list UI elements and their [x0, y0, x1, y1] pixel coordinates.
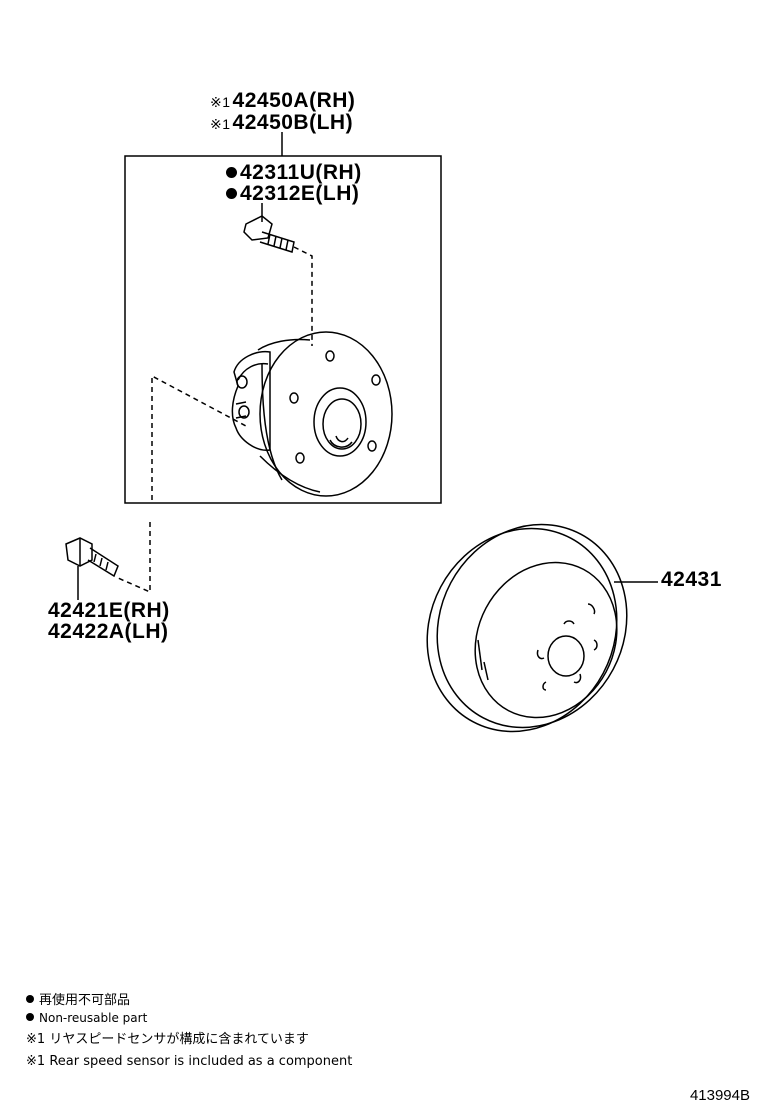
- mount-bolt-dash-upper: [151, 374, 247, 500]
- legend-nonreusable-ja: 再使用不可部品: [26, 994, 130, 1007]
- brake-disc-icon: [426, 523, 628, 733]
- nonreusable-dot-icon: [226, 188, 237, 199]
- nonreusable-dot-icon: [26, 1013, 34, 1021]
- assembly-part-lh: 42450B(LH): [232, 111, 354, 134]
- note-mark: ※1: [26, 1054, 46, 1069]
- hub-bearing-icon: [231, 331, 393, 497]
- note-mark: ※1: [26, 1032, 46, 1047]
- hub-bolt-part-rh: 42311U(RH): [240, 161, 362, 184]
- legend-note1-ja: ※1 リヤスピードセンサが構成に含まれています: [26, 1033, 309, 1046]
- assembly-label-lh: ※142450B(LH): [210, 112, 353, 133]
- legend-note1-en-text: Rear speed sensor is included as a compo…: [49, 1054, 353, 1069]
- note-mark: ※1: [210, 94, 231, 110]
- hub-bolt-part-lh: 42312E(LH): [240, 182, 360, 205]
- hub-bolt-icon: [243, 215, 295, 253]
- hub-bolt-label-rh: 42311U(RH): [226, 162, 362, 183]
- legend-nonreusable-ja-text: 再使用不可部品: [39, 993, 131, 1008]
- legend-nonreusable-en: Non-reusable part: [26, 1012, 147, 1024]
- legend-note1-en: ※1 Rear speed sensor is included as a co…: [26, 1055, 352, 1068]
- note-mark: ※1: [210, 116, 231, 132]
- assembly-part-rh: 42450A(RH): [232, 89, 356, 112]
- mount-bolt-icon: [65, 537, 119, 578]
- legend-nonreusable-en-text: Non-reusable part: [39, 1011, 148, 1025]
- assembly-label-rh: ※142450A(RH): [210, 90, 355, 111]
- nonreusable-dot-icon: [26, 995, 34, 1003]
- hub-bolt-dash: [293, 246, 313, 346]
- disc-label: 42431: [661, 568, 722, 591]
- mount-bolt-label-lh: 42422A(LH): [48, 620, 169, 643]
- mount-bolt-label-rh: 42421E(RH): [48, 599, 170, 622]
- nonreusable-dot-icon: [226, 167, 237, 178]
- mount-bolt-dash-lower: [117, 522, 151, 594]
- hub-bolt-label-lh: 42312E(LH): [226, 183, 359, 204]
- diagram-ref: 413994B: [689, 1087, 750, 1104]
- legend-note1-ja-text: リヤスピードセンサが構成に含まれています: [49, 1032, 309, 1047]
- assembly-box: [124, 155, 442, 504]
